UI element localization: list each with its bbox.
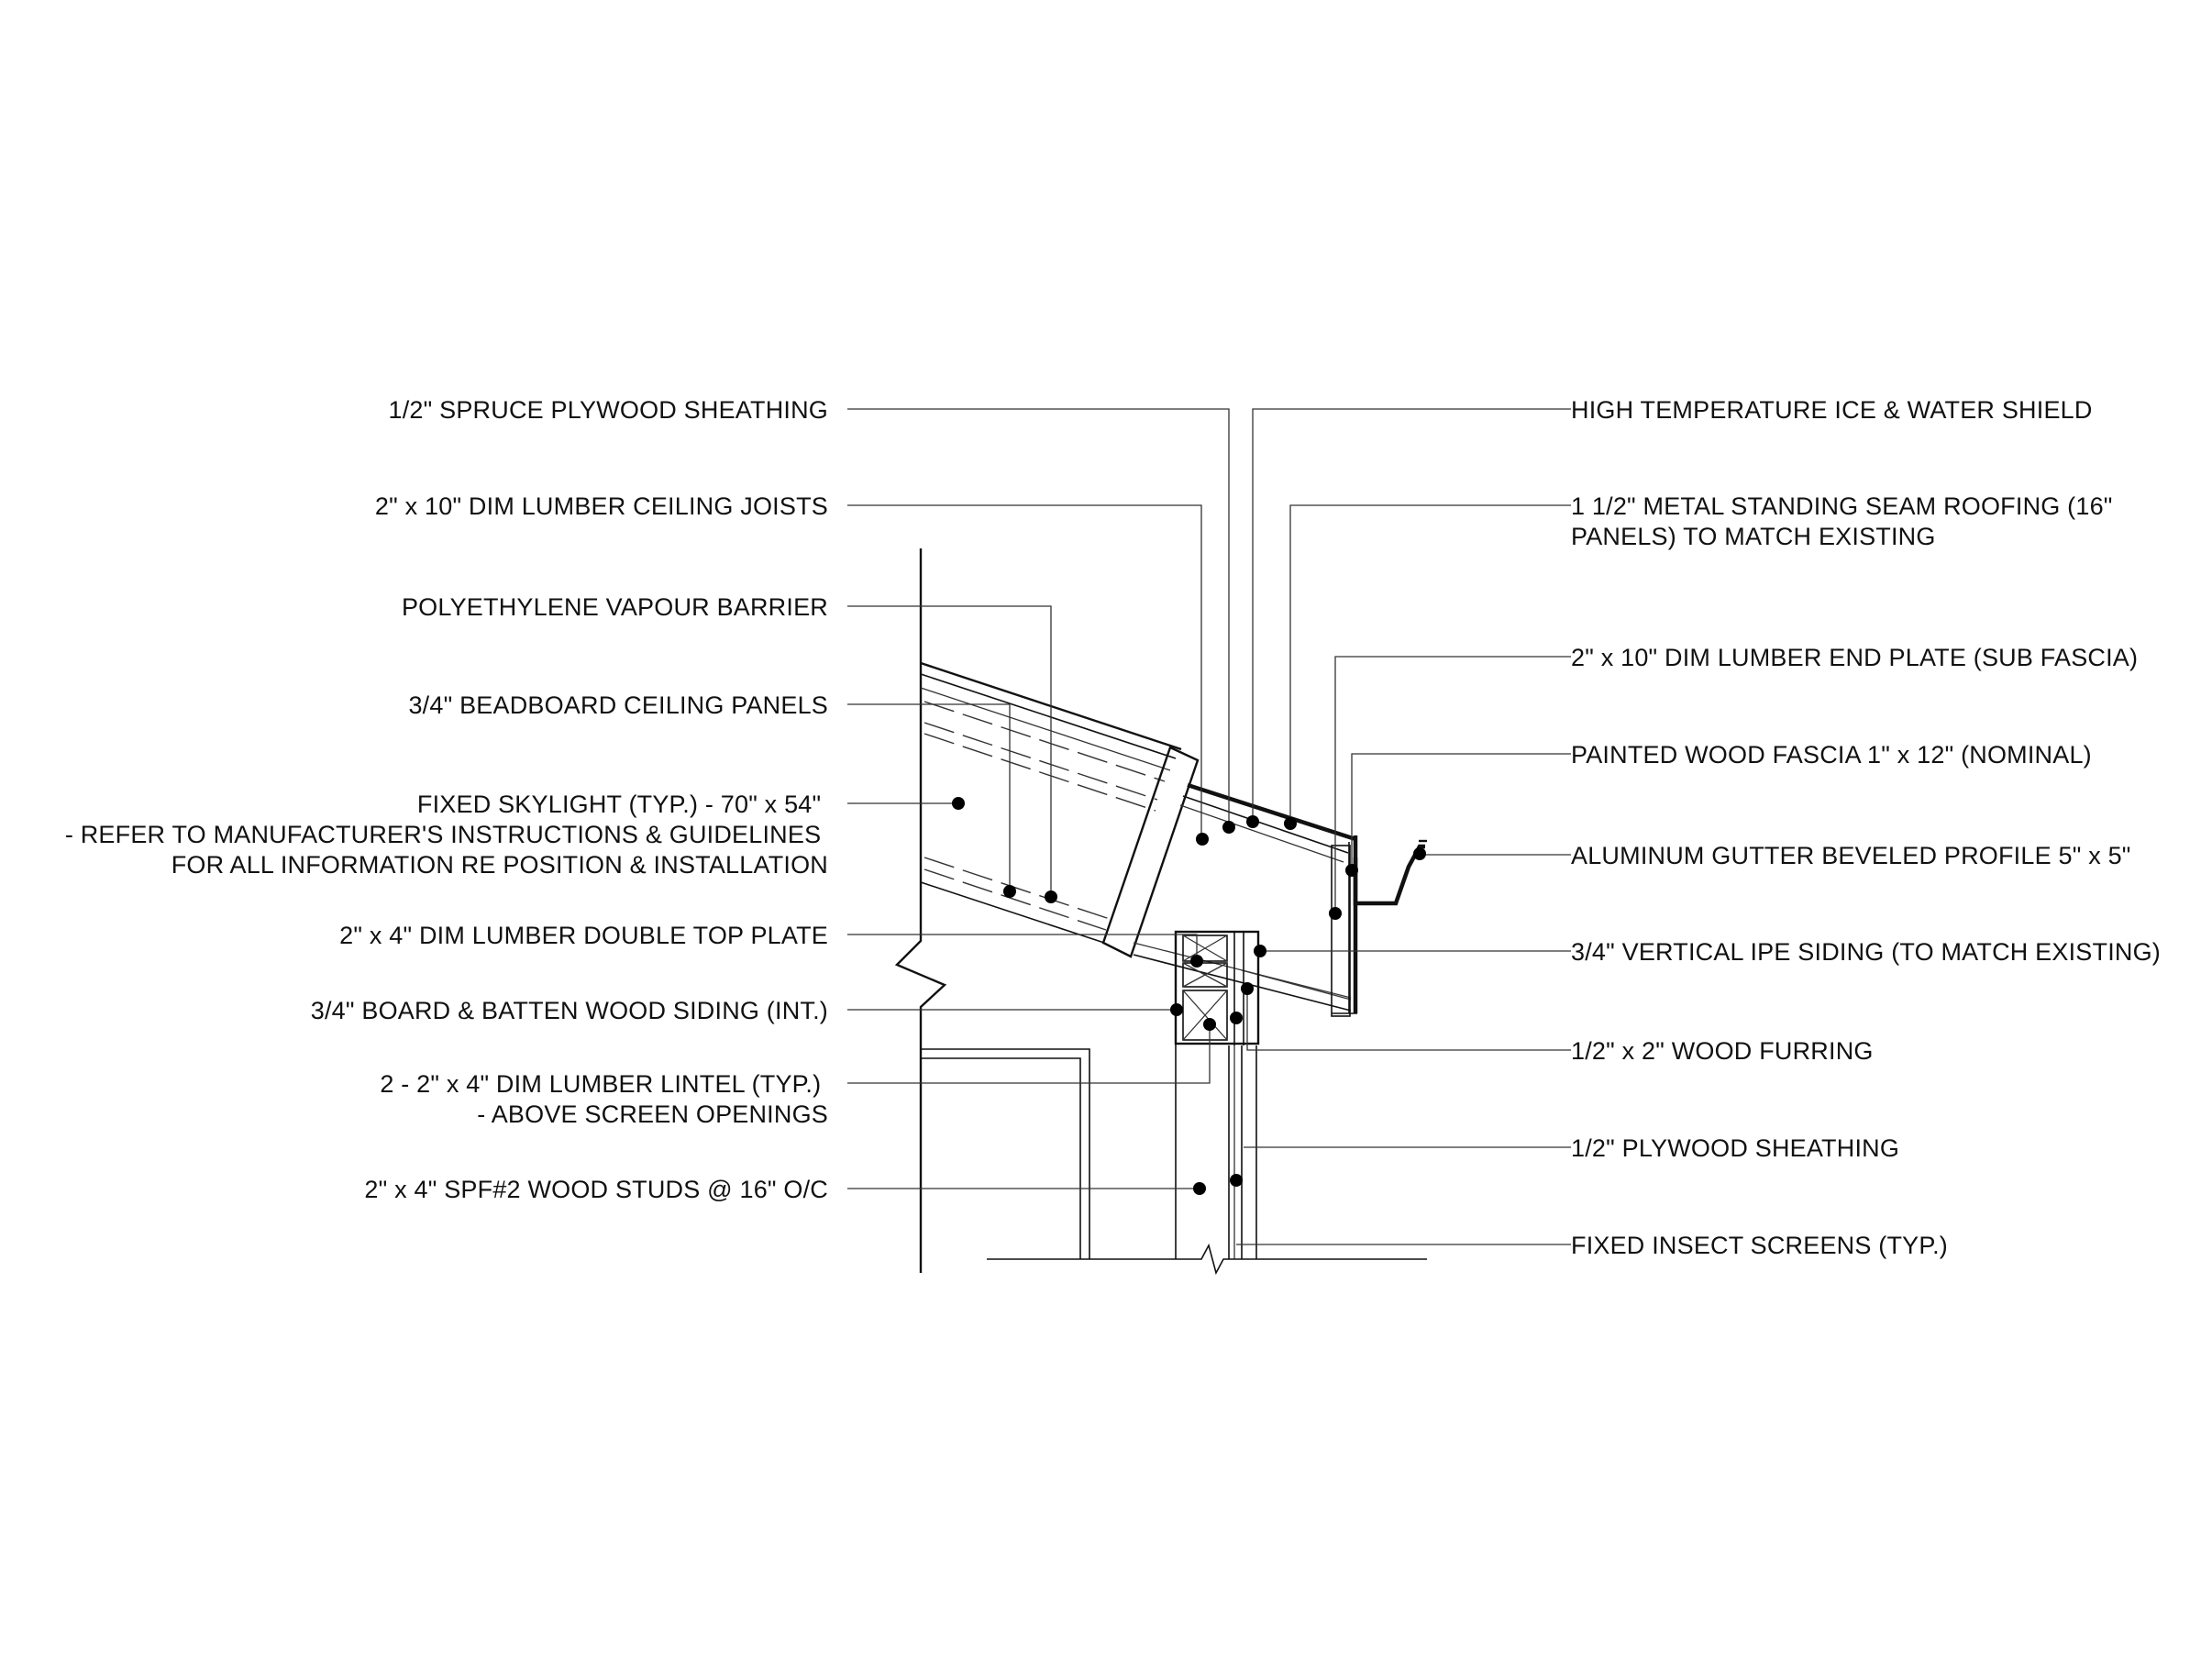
lintel — [1182, 990, 1228, 1041]
top-plate-2-x — [1182, 962, 1228, 988]
ceiling-line — [920, 881, 1105, 944]
label-ice-water-shield: HIGH TEMPERATURE ICE & WATER SHIELD — [1571, 396, 2093, 424]
label-lintel: 2 - 2" x 4" DIM LUMBER LINTEL (TYP.) - A… — [380, 1070, 828, 1128]
beadboard-dash-2 — [924, 722, 1158, 801]
soffit-line-3 — [1241, 969, 1352, 1001]
lintel-x — [1182, 990, 1228, 1041]
label-plywood-sheathing: 1/2" SPRUCE PLYWOOD SHEATHING — [389, 396, 828, 424]
leader-lintel — [847, 1025, 1211, 1084]
roof-eave-line-2 — [1179, 804, 1344, 863]
top-plate-1-x — [1182, 935, 1228, 962]
dot-wood-furring — [1241, 982, 1254, 995]
label-studs: 2" x 4" SPF#2 WOOD STUDS @ 16" O/C — [364, 1176, 828, 1203]
leader-ceiling-joists — [847, 504, 1202, 839]
opening-frame-outer — [921, 1048, 1090, 1259]
interior-wall-line — [894, 548, 947, 1273]
label-ceiling-joists: 2" x 10" DIM LUMBER CEILING JOISTS — [375, 492, 828, 520]
top-plate-1 — [1182, 935, 1228, 962]
sub-fascia — [1331, 845, 1351, 1017]
dot-lintel-1 — [1203, 1018, 1216, 1031]
label-metal-roofing: 1 1/2" METAL STANDING SEAM ROOFING (16" … — [1571, 492, 2119, 550]
opening-frame-inner — [921, 1057, 1081, 1259]
dot-ceiling-joists — [1196, 833, 1209, 846]
soffit-line-1 — [1133, 954, 1352, 1012]
dot-lintel-2 — [1230, 1012, 1243, 1024]
ceiling-dash-2 — [924, 868, 1107, 931]
left-callouts: 1/2" SPRUCE PLYWOOD SHEATHING 2" x 10" D… — [65, 396, 828, 1203]
dot-end-plate — [1329, 907, 1342, 920]
gutter-profile — [1353, 844, 1425, 906]
dot-ice-water-shield — [1246, 815, 1259, 828]
label-fascia: PAINTED WOOD FASCIA 1" x 12" (NOMINAL) — [1571, 741, 2092, 769]
leader-ice-water-shield — [1252, 408, 1571, 822]
label-vapour-barrier: POLYETHYLENE VAPOUR BARRIER — [402, 593, 828, 621]
dot-studs — [1193, 1182, 1206, 1195]
label-board-batten: 3/4" BOARD & BATTEN WOOD SIDING (INT.) — [311, 997, 828, 1024]
label-insect-screens: FIXED INSECT SCREENS (TYP.) — [1571, 1232, 1948, 1259]
leader-wood-furring — [1246, 990, 1571, 1051]
dot-ipe-siding — [1254, 945, 1266, 957]
label-beadboard: 3/4" BEADBOARD CEILING PANELS — [408, 691, 828, 719]
dot-top-plate — [1190, 955, 1203, 968]
leader-vapour-barrier — [847, 605, 1052, 897]
leader-fascia — [1351, 753, 1571, 870]
leader-beadboard — [847, 703, 1011, 893]
label-skylight: FIXED SKYLIGHT (TYP.) - 70" x 54" - REFE… — [65, 791, 828, 879]
dot-metal-roofing — [1284, 817, 1297, 830]
sheathing-line — [920, 687, 1171, 771]
roof-eave-line-1 — [1182, 795, 1349, 854]
skylight-curb — [1101, 746, 1200, 958]
leader-metal-roofing — [1289, 504, 1571, 824]
leader-plywood-sheathing — [847, 408, 1230, 827]
dot-plywood — [1230, 1174, 1243, 1187]
top-plate-2 — [1182, 962, 1228, 988]
leader-dots — [952, 797, 1426, 1195]
right-callouts: HIGH TEMPERATURE ICE & WATER SHIELD 1 1/… — [1571, 396, 2161, 1259]
ceiling-dash-1 — [924, 857, 1111, 920]
dot-board-batten — [1170, 1003, 1183, 1016]
label-wood-furring: 1/2" x 2" WOOD FURRING — [1571, 1037, 1874, 1065]
label-top-plate: 2" x 4" DIM LUMBER DOUBLE TOP PLATE — [339, 922, 828, 949]
metal-roof-top — [1187, 782, 1356, 842]
floor-line — [987, 1243, 1427, 1276]
leader-end-plate — [1334, 656, 1571, 912]
beadboard-dash-1 — [924, 701, 1166, 782]
dot-vapour-barrier — [1045, 890, 1057, 903]
dot-beadboard — [1003, 885, 1016, 898]
beadboard-dash-3 — [924, 733, 1156, 812]
label-plywood: 1/2" PLYWOOD SHEATHING — [1571, 1134, 1899, 1162]
leader-top-plate — [847, 934, 1198, 959]
label-gutter: ALUMINUM GUTTER BEVELED PROFILE 5" x 5" — [1571, 842, 2131, 869]
leader-lines — [847, 408, 1571, 1245]
dot-skylight — [952, 797, 965, 810]
roof-top-line-2 — [920, 673, 1177, 759]
label-ipe-siding: 3/4" VERTICAL IPE SIDING (TO MATCH EXIST… — [1571, 938, 2161, 966]
dot-fascia — [1345, 864, 1358, 877]
label-end-plate: 2" x 10" DIM LUMBER END PLATE (SUB FASCI… — [1571, 644, 2138, 671]
dot-plywood-sheathing — [1222, 821, 1235, 834]
dot-gutter — [1413, 847, 1426, 860]
